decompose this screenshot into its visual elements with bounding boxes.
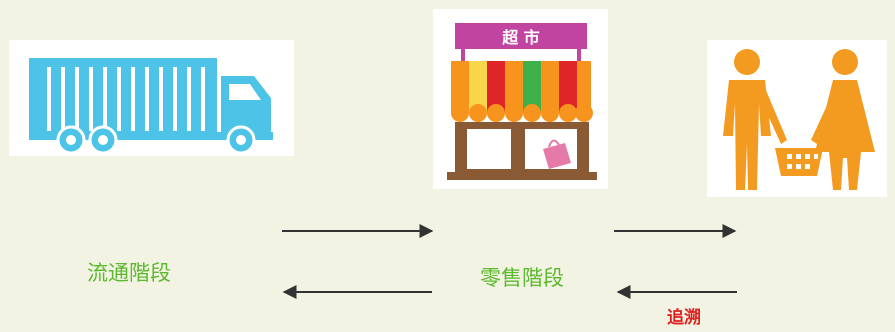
store-sign-text: 超 市 <box>501 28 540 47</box>
people-panel <box>707 40 887 197</box>
truck-panel <box>9 40 294 156</box>
shoppers-icon <box>723 49 875 190</box>
store-panel: 超 市 <box>433 9 608 189</box>
truck-icon <box>29 58 273 155</box>
retail-stage-label: 零售階段 <box>480 266 564 290</box>
distribution-stage-label: 流通階段 <box>87 261 171 285</box>
supermarket-icon: 超 市 <box>447 23 597 180</box>
traceability-label: 追溯 <box>667 308 701 328</box>
